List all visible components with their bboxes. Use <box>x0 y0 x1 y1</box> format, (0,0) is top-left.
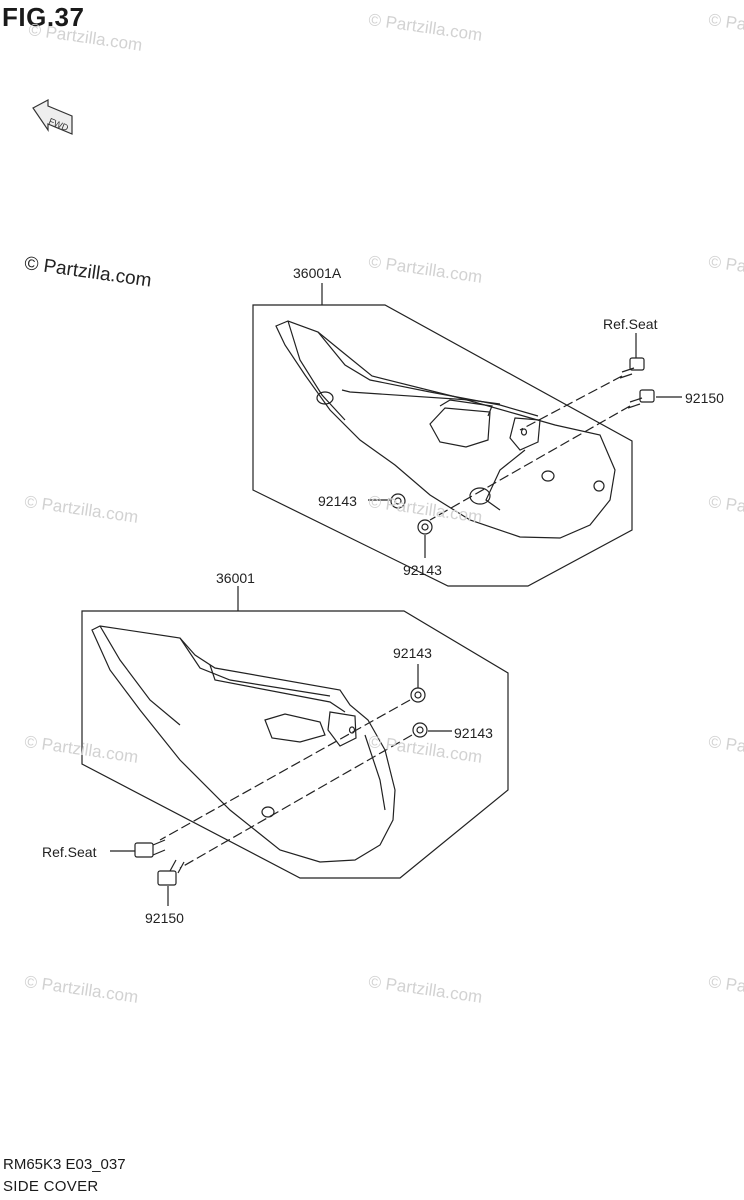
upper-ref-seat-axis <box>519 375 623 431</box>
diagram-name: SIDE COVER <box>3 1178 99 1195</box>
lower-ref-seat-axis <box>159 699 411 841</box>
callout-upper-92150: 92150 <box>685 390 724 406</box>
callout-upper-92143-bottom: 92143 <box>403 562 442 578</box>
lower-ref-seat-bolt <box>134 839 166 858</box>
upper-washer-bottom <box>417 519 433 535</box>
lower-washer-right <box>412 722 428 738</box>
lower-side-cover <box>91 625 396 863</box>
upper-bolt-92150 <box>627 389 655 409</box>
upper-ref-seat-bolt <box>619 357 645 379</box>
callout-upper-92143-left: 92143 <box>318 493 357 509</box>
fwd-arrow-icon: FWD <box>32 99 73 135</box>
diagram-code: RM65K3 E03_037 <box>3 1156 126 1173</box>
lower-group-outline <box>81 610 509 879</box>
callout-upper-ref-seat: Ref.Seat <box>603 316 658 332</box>
callout-36001: 36001 <box>216 570 255 586</box>
callout-36001a: 36001A <box>293 265 342 281</box>
callout-lower-ref-seat: Ref.Seat <box>42 844 97 860</box>
upper-group-outline <box>252 304 633 587</box>
lower-washer-top <box>410 687 426 703</box>
upper-bolt-axis <box>429 405 631 521</box>
callout-lower-92143-top: 92143 <box>393 645 432 661</box>
upper-washer-left <box>390 493 406 509</box>
upper-side-cover <box>275 320 616 539</box>
lower-bolt-92150 <box>157 859 185 886</box>
lower-bolt-axis <box>179 734 413 869</box>
figure-title: FIG.37 <box>2 2 85 32</box>
callout-lower-92150: 92150 <box>145 910 184 926</box>
callout-lower-92143-right: 92143 <box>454 725 493 741</box>
